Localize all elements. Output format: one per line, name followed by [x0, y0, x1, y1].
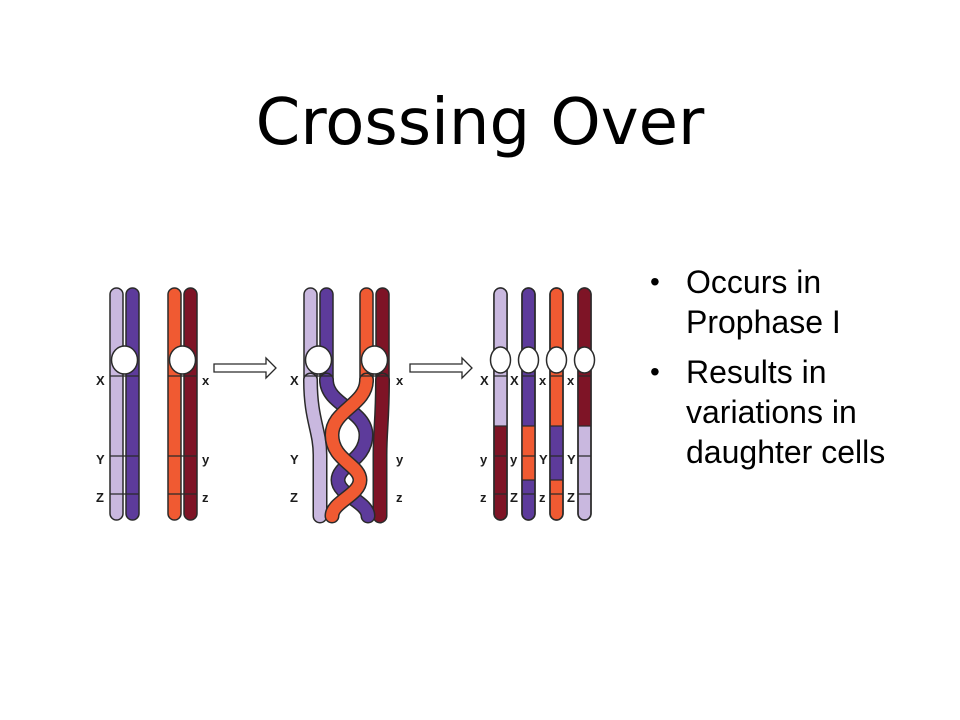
- recombinant-chromatid: [493, 287, 508, 521]
- centromere: [517, 346, 540, 374]
- gene-label: Y: [290, 452, 299, 467]
- bullet-text: Results in variations in daughter cells: [686, 354, 886, 470]
- stage-1-chromosomes: X Y Z x y z: [96, 287, 210, 521]
- recombinant-chromatid: [549, 287, 564, 521]
- gene-label: Z: [567, 490, 575, 505]
- gene-label: y: [480, 452, 488, 467]
- chromatid: [125, 287, 140, 521]
- gene-label: Y: [567, 452, 576, 467]
- crossing-over-diagram: .lp { fill: #c9b8df; } .dp { fill: #5d3b…: [96, 287, 596, 524]
- gene-label: Y: [96, 452, 105, 467]
- centromere: [573, 346, 596, 374]
- gene-label: z: [396, 490, 403, 505]
- gene-label: y: [202, 452, 210, 467]
- centromere: [360, 345, 389, 375]
- chromatid: [109, 287, 124, 521]
- gene-bands: [110, 375, 197, 495]
- bullet-icon: •: [650, 356, 660, 387]
- right-arrow-icon: [409, 356, 473, 380]
- chromatid: [183, 287, 198, 521]
- bullet-item: • Occurs in Prophase I: [648, 262, 908, 342]
- gene-label: X: [510, 373, 519, 388]
- recombinant-chromatid: [521, 287, 536, 521]
- bullet-icon: •: [650, 266, 660, 297]
- bullet-item: • Results in variations in daughter cell…: [648, 352, 908, 472]
- gene-label: Y: [539, 452, 548, 467]
- gene-label: x: [396, 373, 404, 388]
- centromere: [545, 346, 568, 374]
- gene-bands: [494, 375, 591, 495]
- centromere: [489, 346, 512, 374]
- chromatid: [167, 287, 182, 521]
- gene-label: y: [510, 452, 518, 467]
- gene-label: x: [202, 373, 210, 388]
- gene-label: x: [539, 373, 547, 388]
- stage-2-chromosomes: X Y Z x y z: [290, 287, 404, 524]
- gene-label: Z: [290, 490, 298, 505]
- gene-label: z: [202, 490, 209, 505]
- gene-label: Z: [510, 490, 518, 505]
- bullet-text: Occurs in Prophase I: [686, 264, 841, 340]
- stage-3-chromosomes: X X x x y y Y Y z Z z Z: [480, 287, 596, 521]
- gene-label: X: [290, 373, 299, 388]
- bullet-list: • Occurs in Prophase I • Results in vari…: [648, 262, 908, 482]
- gene-label: X: [96, 373, 105, 388]
- centromere: [168, 345, 197, 375]
- gene-label: X: [480, 373, 489, 388]
- centromere: [304, 345, 333, 375]
- gene-label: x: [567, 373, 575, 388]
- gene-label: Z: [96, 490, 104, 505]
- right-arrow-icon: [213, 356, 277, 380]
- centromere: [110, 345, 139, 375]
- gene-label: z: [480, 490, 487, 505]
- slide-title: Crossing Over: [255, 86, 705, 160]
- gene-label: z: [539, 490, 546, 505]
- recombinant-chromatid: [577, 287, 592, 521]
- gene-label: y: [396, 452, 404, 467]
